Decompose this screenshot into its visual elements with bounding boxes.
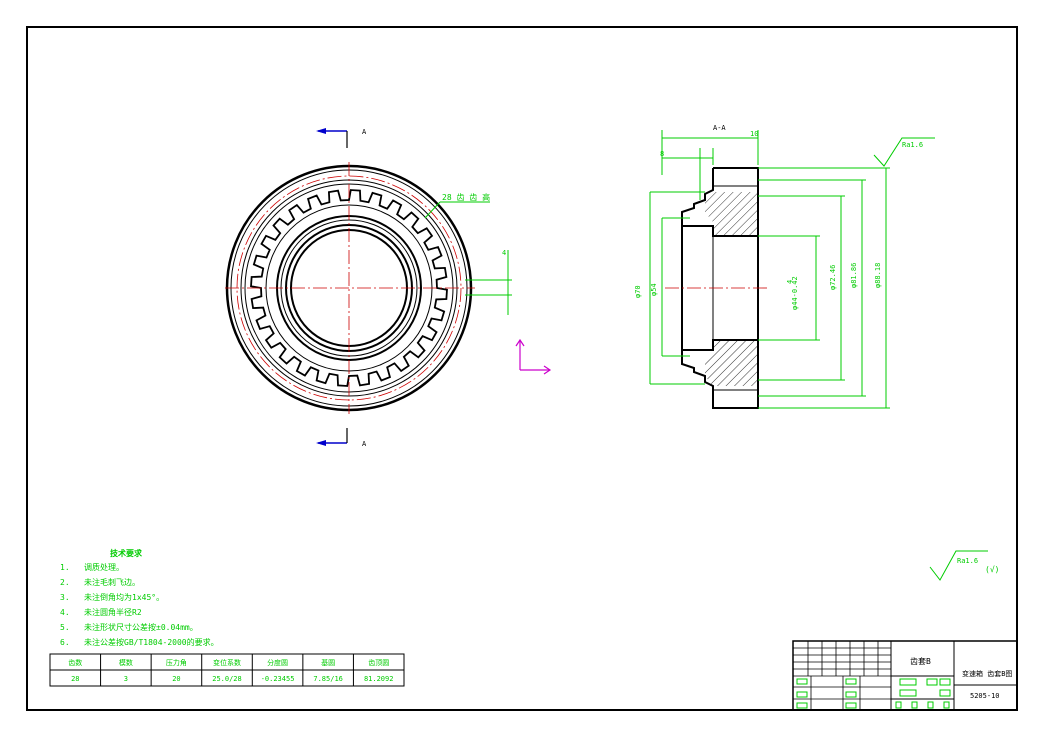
surface-note: Ra1.6 (√) <box>929 550 999 581</box>
dia-mid: φ72.46 <box>829 265 837 290</box>
small-dim: 4 <box>786 280 794 284</box>
section-view-title: A-A <box>713 124 726 132</box>
tech-item-text: 未注毛刺飞边。 <box>84 577 140 587</box>
part-name: 齿套B <box>910 656 931 666</box>
tech-item-number: 4. <box>60 608 70 617</box>
tech-item-number: 6. <box>60 638 70 647</box>
dia-bore: φ44-0.42 <box>791 276 799 310</box>
left-dim: 8 <box>660 150 664 158</box>
tech-item-number: 2. <box>60 578 70 587</box>
gear-table-value: 81.2092 <box>364 675 394 683</box>
tech-item-number: 3. <box>60 593 70 602</box>
tech-item-text: 未注形状尺寸公差按±0.04mm。 <box>84 622 198 632</box>
gear-table-header: 基圆 <box>321 658 335 667</box>
tech-item-text: 调质处理。 <box>84 562 124 572</box>
gear-table: 齿数 模数 压力角 变位系数 分度圆 基圆 齿顶圆 28 3 20 25.0/28 -0.23455 7… <box>49 653 405 687</box>
dia-inner-left: φ54 <box>650 283 658 296</box>
gear-table-value: 3 <box>124 675 128 683</box>
tech-item-number: 5. <box>60 623 70 632</box>
gear-table-value: 25.0/28 <box>212 675 242 683</box>
keyway-label: 28 齿 齿 高 <box>442 192 490 202</box>
top-dim: 10 <box>750 130 758 138</box>
section-mark-top-label: A <box>362 128 367 136</box>
section-view: A-A 10 8 Ra1.6 φ70 φ54 φ44-0.42 φ72.46 <box>634 124 935 409</box>
gear-table-value: 28 <box>71 675 79 683</box>
tech-item-text: 未注圆角半径R2 <box>84 607 142 617</box>
tech-requirements: 技术要求 1. 调质处理。 2. 未注毛刺飞边。 3. 未注倒角均为1x45°。 4. 未注圆… <box>60 548 219 647</box>
gear-table-header: 分度圆 <box>267 658 288 667</box>
dia-big: φ81.86 <box>850 263 858 288</box>
gear-table-header: 齿数 <box>68 658 82 667</box>
surface-roughness: Ra1.6 <box>957 557 978 565</box>
tech-title: 技术要求 <box>110 548 143 558</box>
dia-outer-left: φ70 <box>634 285 642 298</box>
drawing-border <box>26 26 1018 711</box>
gear-table-header: 压力角 <box>166 658 187 667</box>
title-block: 齿套B 变速箱 齿套B图 5205-10 <box>792 640 1018 711</box>
gear-table-header: 齿顶圆 <box>368 659 389 667</box>
surface-suffix: (√) <box>985 565 999 574</box>
gear-table-value: -0.23455 <box>261 675 295 683</box>
gear-table-header: 变位系数 <box>213 658 241 667</box>
front-key-dim: 4 <box>502 249 506 257</box>
section-marker-bottom: A <box>316 428 367 448</box>
section-mark-bottom-label: A <box>362 440 367 448</box>
dia-outer: φ88.18 <box>874 263 882 288</box>
side-roughness: Ra1.6 <box>902 141 923 149</box>
drawing-number: 5205-10 <box>970 692 1000 700</box>
gear-table-value: 20 <box>172 675 180 683</box>
tech-item-number: 1. <box>60 563 70 572</box>
gear-table-value: 7.85/16 <box>313 675 343 683</box>
drawing-title: 变速箱 齿套B图 <box>962 669 1012 678</box>
front-view: A A 28 齿 齿 高 4 <box>225 128 512 448</box>
gear-table-header: 模数 <box>119 658 133 667</box>
ucs-icon <box>515 338 552 375</box>
section-marker-top: A <box>316 128 367 148</box>
tech-item-text: 未注倒角均为1x45°。 <box>84 592 164 602</box>
tech-item-text: 未注公差按GB/T1804-2000的要求。 <box>84 637 219 647</box>
